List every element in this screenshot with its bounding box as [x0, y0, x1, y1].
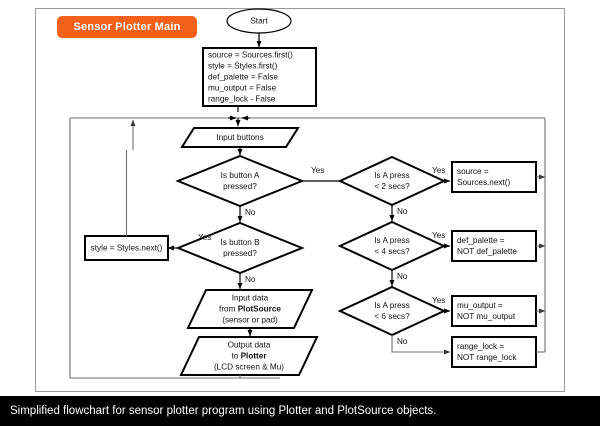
input-data-line2-pre: from [219, 305, 238, 314]
style-next-label: style = Styles.next() [91, 244, 163, 253]
decision-button-b [175, 221, 305, 275]
decision-button-a [175, 154, 305, 208]
decision-a-6-secs [337, 285, 447, 337]
label-6s-yes: Yes [432, 296, 445, 305]
decision-a-2-secs [337, 155, 447, 207]
decision-button-a-line1: Is button A [221, 171, 260, 180]
action-def-palette-box [451, 230, 537, 262]
caption-text: Simplified flowchart for sensor plotter … [10, 405, 437, 417]
action-def-palette-line2: NOT def_palette [457, 247, 517, 256]
edge-6s-no-to-range-lock [391, 335, 451, 355]
output-data-line3: (LCD screen & Mu) [214, 363, 284, 372]
action-mu-output-line2: NOT mu_output [457, 312, 516, 321]
init-box [202, 47, 317, 107]
input-data-line2: from PlotSource [219, 305, 281, 314]
init-line-4: mu_output = False [208, 84, 276, 93]
loopback-left-rail [69, 118, 280, 379]
start-label: Start [250, 17, 268, 26]
label-b-yes: Yes [198, 233, 211, 242]
label-2s-yes: Yes [432, 166, 445, 175]
decision-button-a-line2: pressed? [223, 182, 257, 191]
decision-button-b-line1: Is button B [220, 238, 260, 247]
output-data-line1: Output data [228, 341, 271, 350]
input-data-line2-bold: PlotSource [238, 305, 282, 314]
action-range-lock-box [451, 336, 537, 368]
init-line-1: source = Sources.first() [208, 51, 293, 60]
label-a-yes: Yes [311, 166, 324, 175]
input-buttons-parallelogram [180, 127, 300, 148]
label-6s-no: No [397, 337, 408, 346]
label-4s-yes: Yes [432, 231, 445, 240]
init-line-5: range_lock - False [208, 95, 276, 104]
output-data-parallelogram [179, 336, 319, 376]
action-source-next-box [451, 161, 537, 193]
label-2s-no: No [397, 207, 408, 216]
output-data-line2-pre: to [231, 352, 240, 361]
init-line-2: style = Styles.first() [208, 62, 278, 71]
decision-a-6-secs-line1: Is A press [374, 301, 410, 310]
caption-bar: Simplified flowchart for sensor plotter … [0, 396, 600, 426]
decision-button-b-line2: pressed? [223, 249, 257, 258]
label-a-no: No [245, 208, 256, 217]
action-mu-output-line1: mu_output = [457, 301, 503, 310]
input-data-parallelogram [186, 289, 314, 329]
decision-a-2-secs-line1: Is A press [374, 171, 410, 180]
action-range-lock-line2: NOT range_lock [457, 353, 517, 362]
init-line-3: def_palette = False [208, 73, 278, 82]
label-b-no: No [245, 275, 256, 284]
input-data-line3: (sensor or pad) [222, 316, 278, 325]
input-buttons-label: Input buttons [216, 133, 263, 142]
style-next-box [84, 235, 169, 261]
output-data-line2: to Plotter [231, 352, 267, 361]
action-source-next-line2: Sources.next() [457, 178, 511, 187]
output-data-line2-bold: Plotter [241, 352, 268, 361]
title-pill: Sensor Plotter Main [57, 16, 197, 38]
action-range-lock-line1: range_lock = [457, 342, 504, 351]
decision-a-2-secs-line2: < 2 secs? [374, 182, 410, 191]
action-source-next-line1: source = [457, 167, 489, 176]
label-4s-no: No [397, 272, 408, 281]
title-pill-label: Sensor Plotter Main [73, 21, 181, 33]
decision-a-4-secs-line1: Is A press [374, 236, 410, 245]
input-data-line1: Input data [232, 294, 269, 303]
action-def-palette-line1: def_palette = [457, 236, 505, 245]
decision-a-4-secs [337, 220, 447, 272]
decision-a-6-secs-line2: < 6 secs? [374, 312, 410, 321]
decision-a-4-secs-line2: < 4 secs? [374, 247, 410, 256]
